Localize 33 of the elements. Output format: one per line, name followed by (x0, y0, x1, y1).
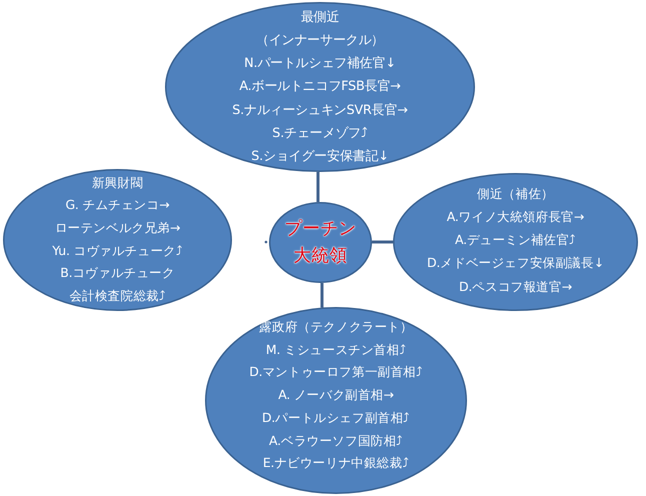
connector-line (320, 282, 324, 308)
ellipse-node (165, 2, 475, 172)
ellipse-node (3, 169, 232, 311)
member-text: Yu. コヴァルチューク⤴ (52, 242, 183, 260)
member-text: S.ナルィーシュキンSVR長官→ (232, 102, 408, 120)
member-text: E.ナビウーリナ中銀総裁⤴ (262, 454, 410, 472)
member-text: N.パートルシェフ補佐官↓ (244, 55, 396, 74)
member-text: A.ベラウーソフ国防相⤴ (269, 432, 403, 450)
member-text: A.ワイノ大統領府長官→ (446, 208, 584, 226)
title-text: プーチン大統領 (284, 218, 358, 268)
member-text: A. ノーバク副首相→ (278, 386, 394, 404)
heading-text: （インナーサークル） (256, 32, 384, 50)
connector-line (372, 240, 393, 244)
member-text: D.マントゥーロフ第一副首相⤴ (249, 363, 423, 382)
ellipse-node (269, 202, 372, 283)
heading-text: 新興財閥 (92, 174, 144, 192)
member-text: A.デューミン補佐官⤴ (454, 231, 576, 250)
member-text: A.ボールトニコフFSB長官→ (239, 78, 401, 96)
member-text: S.チェーメゾフ⤴ (272, 124, 368, 143)
heading-text: 最側近 (300, 8, 340, 26)
member-text: D.メドベージェフ安保副議長↓ (426, 254, 604, 272)
member-text: M. ミシュースチン首相⤴ (266, 340, 406, 359)
connector-line (316, 172, 320, 202)
member-text: G. チムチェンコ→ (65, 196, 170, 214)
member-text: D.ペスコフ報道官→ (458, 278, 572, 296)
member-text: S.ショイグー安保書記↓ (251, 148, 389, 166)
ellipse-node (205, 307, 467, 494)
member-text: 会計検査院総裁⤴ (69, 287, 166, 306)
member-text: B.コヴァルチューク (60, 264, 175, 282)
heading-text: 側近（補佐） (477, 184, 554, 203)
member-text: D.パートルシェフ副首相⤴ (262, 408, 410, 427)
member-text: ローテンベルク兄弟→ (54, 218, 180, 237)
ellipse-node (393, 173, 638, 311)
